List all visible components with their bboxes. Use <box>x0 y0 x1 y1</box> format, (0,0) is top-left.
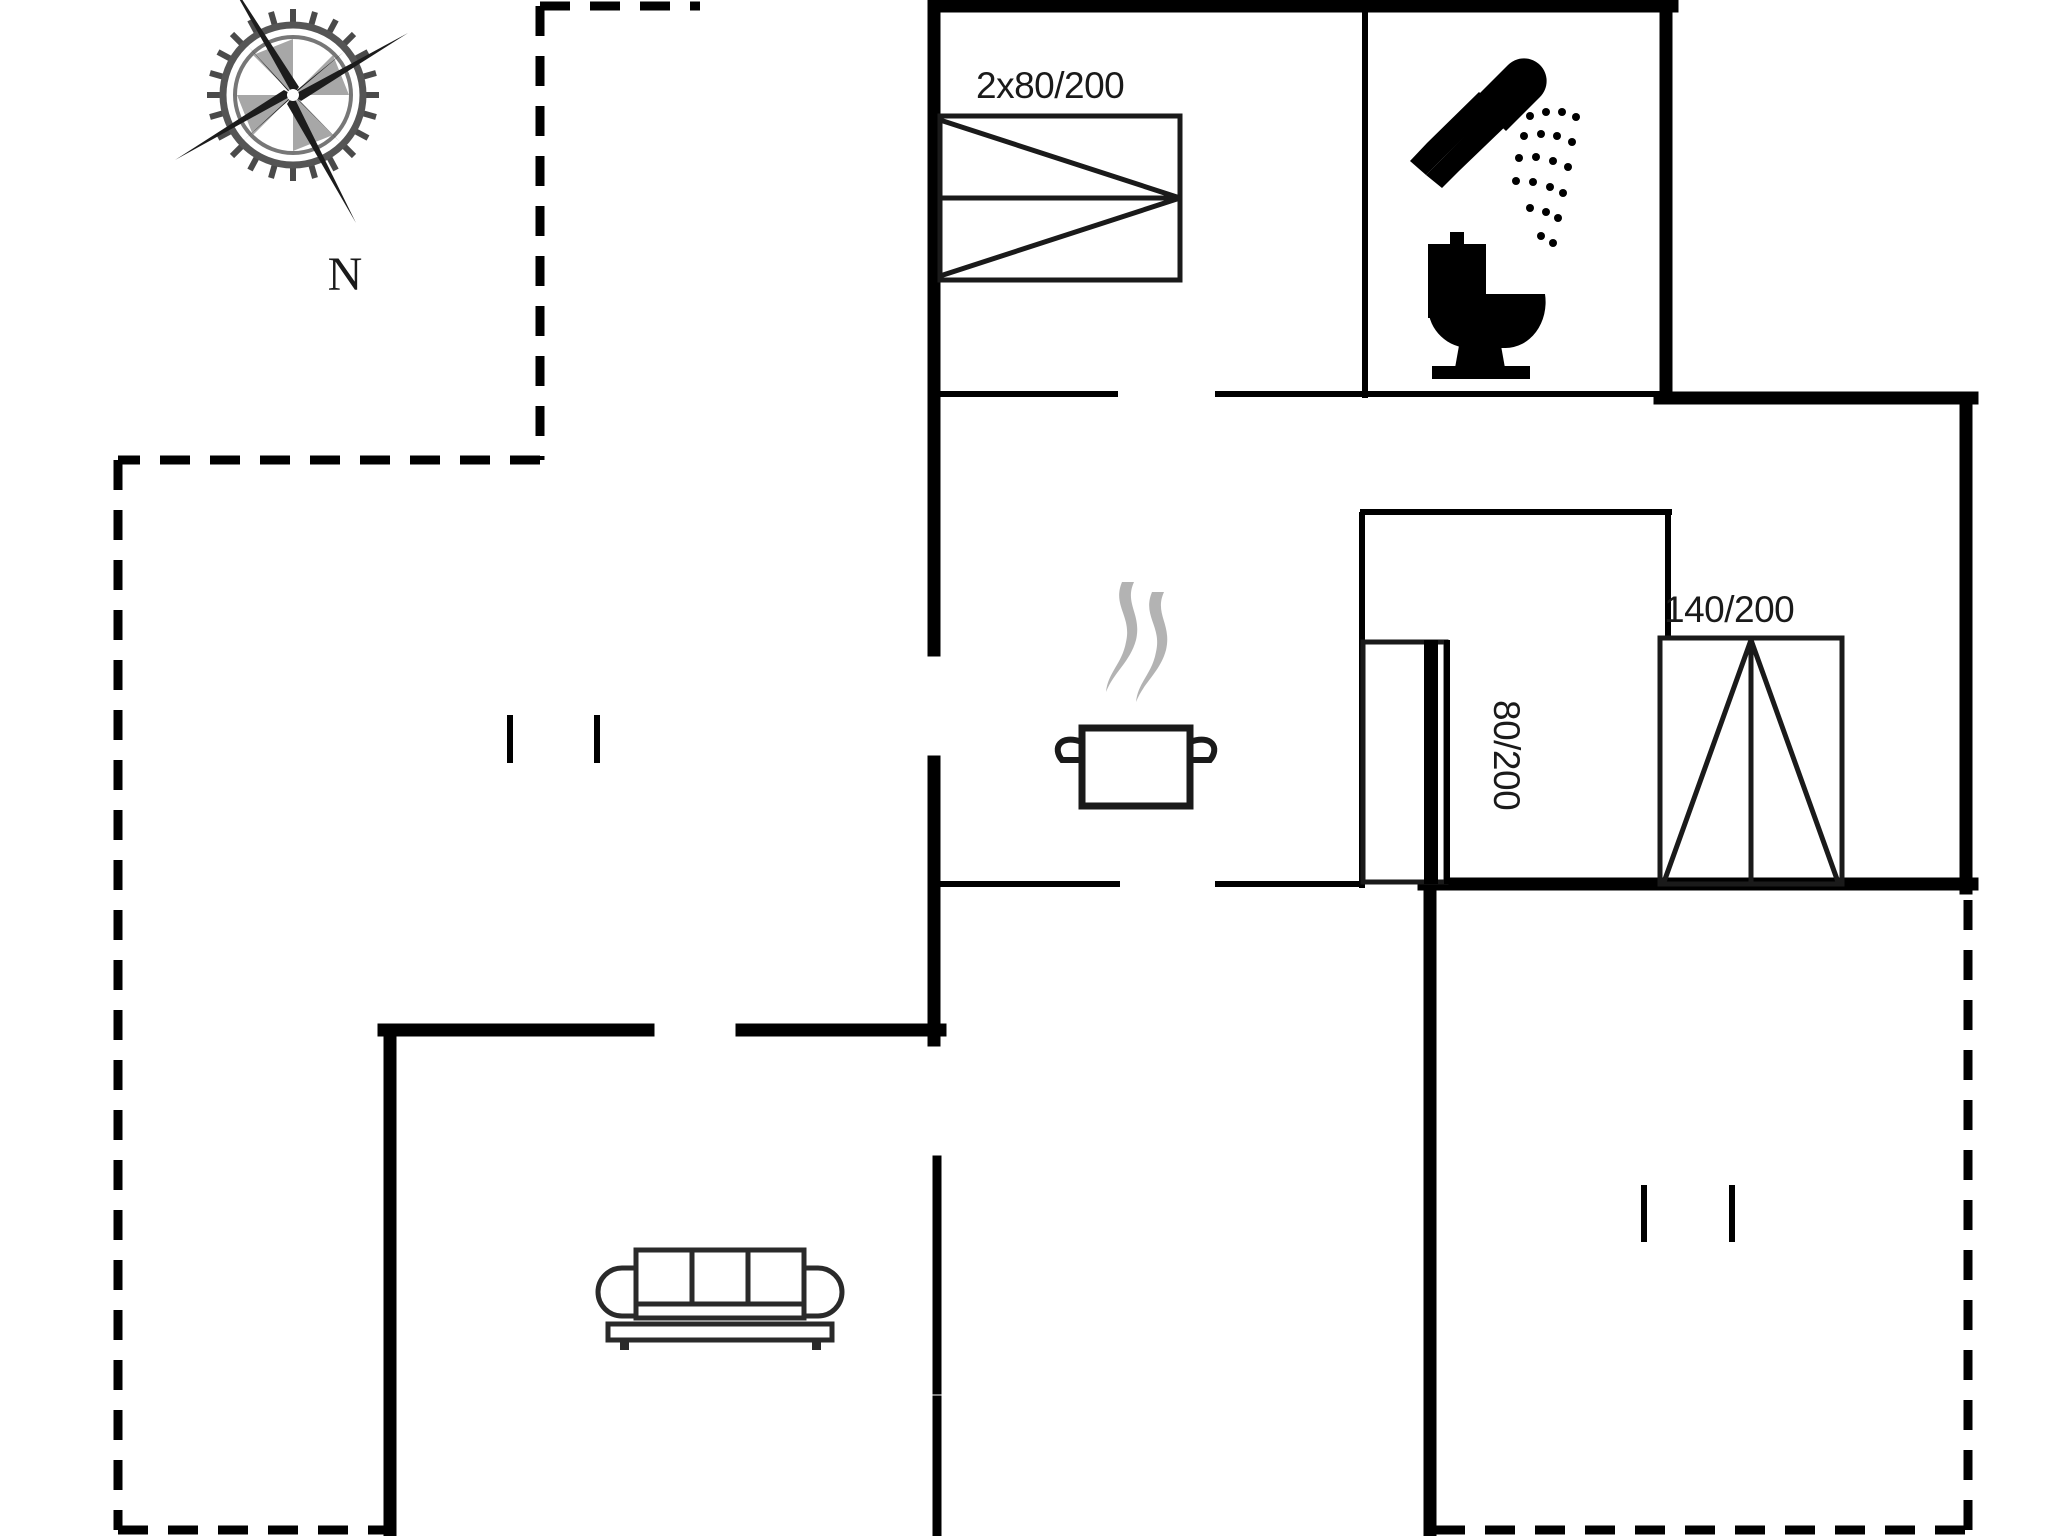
sofa-back <box>633 1247 807 1313</box>
compass-rose-icon <box>175 0 408 223</box>
shower-head <box>1473 58 1547 131</box>
sofa-icon <box>595 1247 845 1350</box>
tick-marks-right-room <box>1641 1185 1735 1242</box>
sofa-leg-left <box>620 1340 629 1350</box>
toilet-pedestal <box>1455 340 1505 368</box>
pot-handle-left <box>1054 736 1088 763</box>
pot-handle-right <box>1184 736 1218 763</box>
dimension-label-sliding-door: 80/200 <box>1486 700 1527 810</box>
cooking-pot-icon <box>1054 582 1218 810</box>
shower-arm-upper <box>1410 92 1495 175</box>
double-door-top[interactable] <box>937 113 1183 283</box>
dimension-label-right-door: 140/200 <box>1664 589 1794 630</box>
sliding-door[interactable] <box>1360 639 1450 885</box>
door-sash-upper <box>939 117 1181 201</box>
sliding-door-track <box>1444 640 1450 884</box>
double-door-right[interactable] <box>1657 635 1845 887</box>
exterior-walls <box>377 0 1979 1536</box>
compass-center-dot <box>287 89 299 101</box>
dimension-label-top-door: 2x80/200 <box>976 65 1124 106</box>
sofa-arm-right <box>801 1265 845 1319</box>
toilet-flush-button <box>1450 232 1464 244</box>
toilet-base <box>1432 366 1530 379</box>
boundary-outline <box>113 1 1973 1535</box>
toilet-bowl <box>1428 294 1546 349</box>
compass-outer-circle <box>219 21 367 169</box>
compass-rays <box>175 0 408 223</box>
steam-left <box>1106 582 1138 692</box>
toilet-icon <box>1428 232 1546 379</box>
sofa-arm-left <box>595 1265 639 1319</box>
interior-walls <box>940 6 1672 888</box>
door-sash-right-left-leaf <box>1661 639 1754 883</box>
sofa-base <box>605 1321 835 1343</box>
sofa-seat <box>633 1301 807 1321</box>
sofa-leg-right <box>812 1340 821 1350</box>
door-sash-lower <box>939 195 1181 279</box>
shower-spray <box>1512 108 1580 247</box>
compass-ring-teeth <box>207 9 379 181</box>
compass-north-label: N <box>328 248 363 301</box>
sliding-door-leaf <box>1424 640 1438 884</box>
shower-icon <box>1410 58 1580 247</box>
door-sash-right-right-leaf <box>1748 639 1841 883</box>
tick-marks-left-room <box>507 715 600 763</box>
shower-arm-lower <box>1426 106 1510 188</box>
pot-body <box>1078 724 1194 810</box>
compass-petals <box>237 39 349 151</box>
steam-right <box>1136 592 1168 702</box>
compass-inner-circle <box>233 35 353 155</box>
